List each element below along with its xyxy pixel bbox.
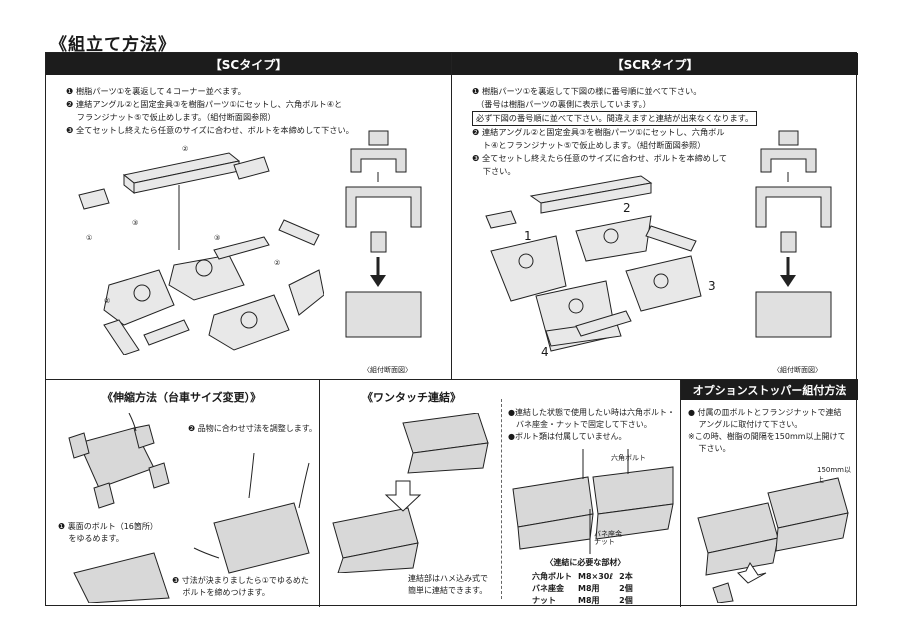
- scr-step: ❷ 連結アングル②と固定金具③を樹脂パーツ①にセットし、六角ボル: [472, 127, 725, 137]
- sc-steps: ❶ 樹脂パーツ①を裏返して４コーナー並べます。 ❷ 連結アングル②と固定金具③を…: [66, 85, 354, 137]
- sc-type-header: 【SCタイプ】: [46, 53, 451, 75]
- option-stopper-header: オプションストッパー組付方法: [681, 380, 858, 400]
- onetouch-title: 《ワンタッチ連結》: [362, 391, 461, 404]
- divider-middle: [46, 379, 858, 380]
- scr-step: ❶ 樹脂パーツ①を裏返して下図の様に番号順に並べて下さい。: [472, 86, 702, 96]
- scr-position-2: 2: [623, 201, 631, 215]
- bolt-label: 六角ボルト: [611, 454, 646, 462]
- instruction-sheet: 【SCタイプ】 【SCRタイプ】 ❶ 樹脂パーツ①を裏返して４コーナー並べます。…: [45, 52, 858, 607]
- sc-exploded-illustration: ② ③ ① ② ③ ②: [78, 145, 324, 355]
- parts-row: ナット M8用 2個: [532, 596, 633, 605]
- svg-text:①: ①: [86, 234, 92, 242]
- sc-cross-section-diagram: [345, 130, 422, 338]
- option-stopper-illustration: [697, 477, 849, 603]
- svg-text:②: ②: [182, 145, 188, 153]
- scr-step: ト④とフランジナット⑤で仮止めします。（組付断面図参照）: [472, 140, 706, 150]
- svg-text:③: ③: [132, 219, 138, 227]
- scr-step: 下さい。: [472, 166, 516, 176]
- nut-label: ナット: [594, 538, 615, 546]
- sc-step: ❷ 連結アングル②と固定金具③を樹脂パーツ①にセットし、六角ボルト④と: [66, 99, 343, 109]
- svg-text:③: ③: [214, 234, 220, 242]
- scr-step: （番号は樹脂パーツの裏側に表示しています。）: [472, 99, 651, 109]
- scr-steps: ❶ 樹脂パーツ①を裏返して下図の様に番号順に並べて下さい。 （番号は樹脂パーツの…: [472, 85, 758, 178]
- page-title: 《組立て方法》: [50, 35, 176, 55]
- scr-position-3: 3: [708, 279, 716, 293]
- stretch-step-2: ❷ 品物に合わせ寸法を調整します。: [188, 424, 317, 433]
- stretch-step-3: ❸ 寸法が決まりましたら①でゆるめた ボルトを締めつけます。: [172, 576, 309, 597]
- sc-step: ❶ 樹脂パーツ①を裏返して４コーナー並べます。: [66, 86, 246, 96]
- divider-bottom-1: [319, 379, 320, 607]
- parts-list-title: 〈連結に必要な部材〉: [545, 558, 626, 567]
- sc-step: ❸ 全てセットし終えたら任意のサイズに合わせ、ボルトを本締めして下さい。: [66, 125, 354, 135]
- onetouch-note: 連結部はハメ込み式で 簡単に連結できます。: [408, 574, 488, 595]
- stretch-step-1: ❶ 裏面のボルト（16箇所） をゆるめます。: [58, 522, 158, 543]
- svg-text:②: ②: [274, 259, 280, 267]
- stretch-title: 《伸縮方法（台車サイズ変更）》: [102, 391, 262, 404]
- scr-position-1: 1: [524, 229, 532, 243]
- divider-top: [451, 53, 452, 379]
- parts-row: 六角ボルト M8×30ℓ 2本: [532, 572, 633, 581]
- stretch-illustration: [68, 413, 310, 603]
- parts-row: バネ座金 M8用 2個: [532, 584, 633, 593]
- scr-warning-box: 必ず下図の番号順に並べて下さい。間違えますと連結が出来なくなります。: [472, 111, 758, 126]
- onetouch-illustration: [332, 413, 489, 573]
- sc-section-caption: 〈組付断面図〉: [363, 366, 412, 374]
- washer-label: バネ座金: [594, 530, 622, 538]
- option-notes: ● 付属の皿ボルトとフランジナットで連結 アングルに取付けて下さい。 ※この時、…: [688, 408, 846, 453]
- scr-position-4: 4: [541, 345, 549, 359]
- scr-type-header: 【SCRタイプ】: [452, 53, 858, 75]
- bolting-notes: ●連結した状態で使用したい時は六角ボルト・ バネ座金・ナットで固定して下さい。 …: [508, 408, 675, 441]
- scr-cross-section-diagram: [755, 130, 832, 338]
- scr-exploded-illustration: [485, 175, 702, 352]
- parts-table: 六角ボルト M8×30ℓ 2本 バネ座金 M8用 2個 ナット M8用 2個: [532, 571, 639, 607]
- parts-list: 〈連結に必要な部材〉 六角ボルト M8×30ℓ 2本 バネ座金 M8用 2個 ナ…: [532, 557, 639, 607]
- dimension-label: 150mm以上: [817, 466, 851, 484]
- scr-step: ❸ 全てセットし終えたら任意のサイズに合わせ、ボルトを本締めして: [472, 153, 728, 163]
- scr-section-caption: 〈組付断面図〉: [773, 366, 822, 374]
- sc-step: フランジナット⑤で仮止めします。（組付断面図参照）: [66, 112, 276, 122]
- svg-text:②: ②: [104, 297, 110, 305]
- divider-bottom-2: [501, 399, 502, 599]
- bolting-illustration: [512, 449, 674, 554]
- divider-bottom-3: [680, 379, 681, 607]
